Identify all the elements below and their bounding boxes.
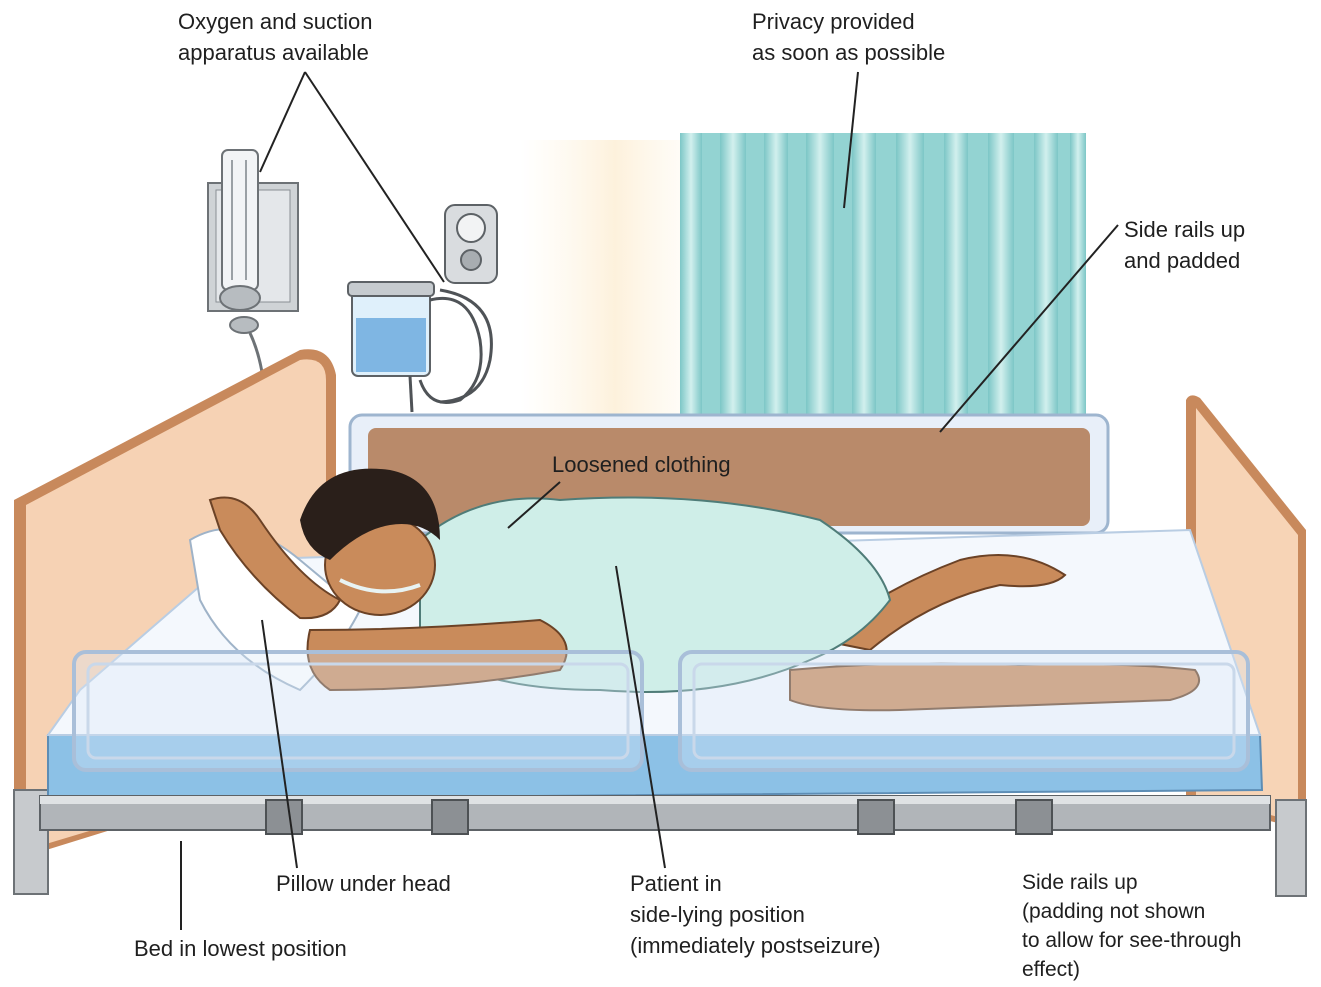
label-line: Bed in lowest position	[134, 933, 347, 964]
label-line: Loosened clothing	[552, 449, 731, 480]
label-line: Oxygen and suction	[178, 6, 372, 37]
privacy-curtain	[680, 133, 1086, 423]
label-line: Side rails up	[1022, 868, 1241, 897]
label-line: side-lying position	[630, 899, 881, 930]
front-side-rail-head	[74, 652, 642, 770]
label-line: apparatus available	[178, 37, 372, 68]
oxygen-flowmeter-icon	[208, 150, 298, 372]
label-privacy: Privacy provided as soon as possible	[752, 6, 945, 68]
label-pillow: Pillow under head	[276, 868, 451, 899]
label-oxygen-suction: Oxygen and suction apparatus available	[178, 6, 372, 68]
label-line: and padded	[1124, 245, 1245, 276]
label-line: effect)	[1022, 955, 1241, 984]
suction-apparatus-icon	[348, 205, 497, 412]
label-bed-lowest: Bed in lowest position	[134, 933, 347, 964]
label-line: (padding not shown	[1022, 897, 1241, 926]
label-line: Patient in	[630, 868, 881, 899]
label-line: to allow for see-through	[1022, 926, 1241, 955]
label-side-rails-padded: Side rails up and padded	[1124, 214, 1245, 276]
label-patient-position: Patient in side-lying position (immediat…	[630, 868, 881, 961]
label-line: as soon as possible	[752, 37, 945, 68]
label-loosened-clothing: Loosened clothing	[552, 449, 731, 480]
label-side-rails-see-through: Side rails up (padding not shown to allo…	[1022, 868, 1241, 984]
label-line: Privacy provided	[752, 6, 945, 37]
front-side-rail-foot	[680, 652, 1248, 770]
label-line: (immediately postseizure)	[630, 930, 881, 961]
label-line: Side rails up	[1124, 214, 1245, 245]
label-line: Pillow under head	[276, 868, 451, 899]
